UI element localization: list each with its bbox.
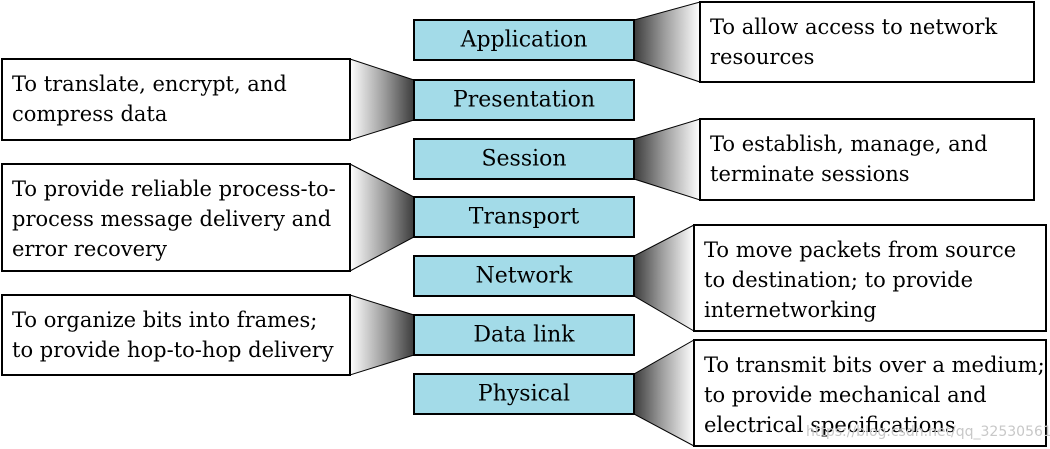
description-presentation-line: To translate, encrypt, and <box>12 72 287 96</box>
layer-data-link-box <box>413 314 635 356</box>
funnel-transport <box>349 163 415 272</box>
description-network-box <box>693 224 1047 332</box>
watermark-text: https://blog.csdn.net/qq_32530561 <box>806 424 1050 440</box>
funnel-session <box>633 118 701 201</box>
layer-network: Network <box>413 255 635 297</box>
description-application-box <box>699 1 1035 83</box>
layer-transport-box <box>413 196 635 238</box>
layer-presentation-label: Presentation <box>453 88 595 113</box>
description-session: To establish, manage, and terminate sessi… <box>699 118 1035 201</box>
layer-session-label: Session <box>481 147 566 172</box>
layer-presentation-box <box>413 79 635 121</box>
layer-transport-label: Transport <box>469 205 580 230</box>
description-network-line: To move packets from source <box>704 238 1016 262</box>
layer-network-box <box>413 255 635 297</box>
description-transport: To provide reliable process-to-process m… <box>1 163 351 272</box>
description-session-line: To establish, manage, and <box>710 132 988 156</box>
connector-funnels <box>349 1 701 447</box>
funnel-application <box>633 1 701 83</box>
description-data-link-line: To organize bits into frames; <box>12 308 317 332</box>
layer-session-box <box>413 138 635 180</box>
layer-physical-label: Physical <box>478 382 570 407</box>
funnel-presentation <box>349 58 415 141</box>
description-presentation-box <box>1 58 351 141</box>
layer-data-link-label: Data link <box>473 323 575 348</box>
description-application-line: To allow access to network <box>710 15 997 39</box>
description-transport-box <box>1 163 351 272</box>
layer-session: Session <box>413 138 635 180</box>
description-transport-line: process message delivery and <box>12 207 331 231</box>
description-application-line: resources <box>710 45 814 69</box>
layer-data-link: Data link <box>413 314 635 356</box>
funnel-data-link <box>349 294 415 376</box>
funnel-physical <box>633 339 695 447</box>
layer-transport: Transport <box>413 196 635 238</box>
layer-presentation: Presentation <box>413 79 635 121</box>
description-application: To allow access to network resources <box>699 1 1035 83</box>
description-data-link: To organize bits into frames; to provide … <box>1 294 351 376</box>
description-data-link-line: to provide hop-to-hop delivery <box>12 338 334 362</box>
layer-physical-box <box>413 373 635 415</box>
description-presentation: To translate, encrypt, and compress data <box>1 58 351 141</box>
description-session-line: terminate sessions <box>710 162 910 186</box>
description-data-link-box <box>1 294 351 376</box>
funnel-network <box>633 224 695 332</box>
description-physical-line: electrical specifications <box>704 413 956 437</box>
description-physical-line: to provide mechanical and <box>704 383 987 407</box>
description-network-line: internetworking <box>704 298 877 322</box>
layer-application: Application <box>413 19 635 61</box>
layer-application-label: Application <box>460 28 588 53</box>
description-transport-line: To provide reliable process-to- <box>12 177 336 201</box>
description-physical-line: To transmit bits over a medium; <box>704 353 1045 377</box>
description-physical-box <box>693 339 1047 447</box>
description-network-line: to destination; to provide <box>704 268 973 292</box>
description-network: To move packets from source to destinatio… <box>693 224 1047 332</box>
description-transport-line: error recovery <box>12 237 167 261</box>
description-presentation-line: compress data <box>12 102 167 126</box>
description-physical: To transmit bits over a medium; to provid… <box>693 339 1047 447</box>
layer-stack: ApplicationPresentationSessionTransportN… <box>413 19 635 415</box>
layer-application-box <box>413 19 635 61</box>
description-session-box <box>699 118 1035 201</box>
layer-network-label: Network <box>475 264 573 289</box>
layer-physical: Physical <box>413 373 635 415</box>
